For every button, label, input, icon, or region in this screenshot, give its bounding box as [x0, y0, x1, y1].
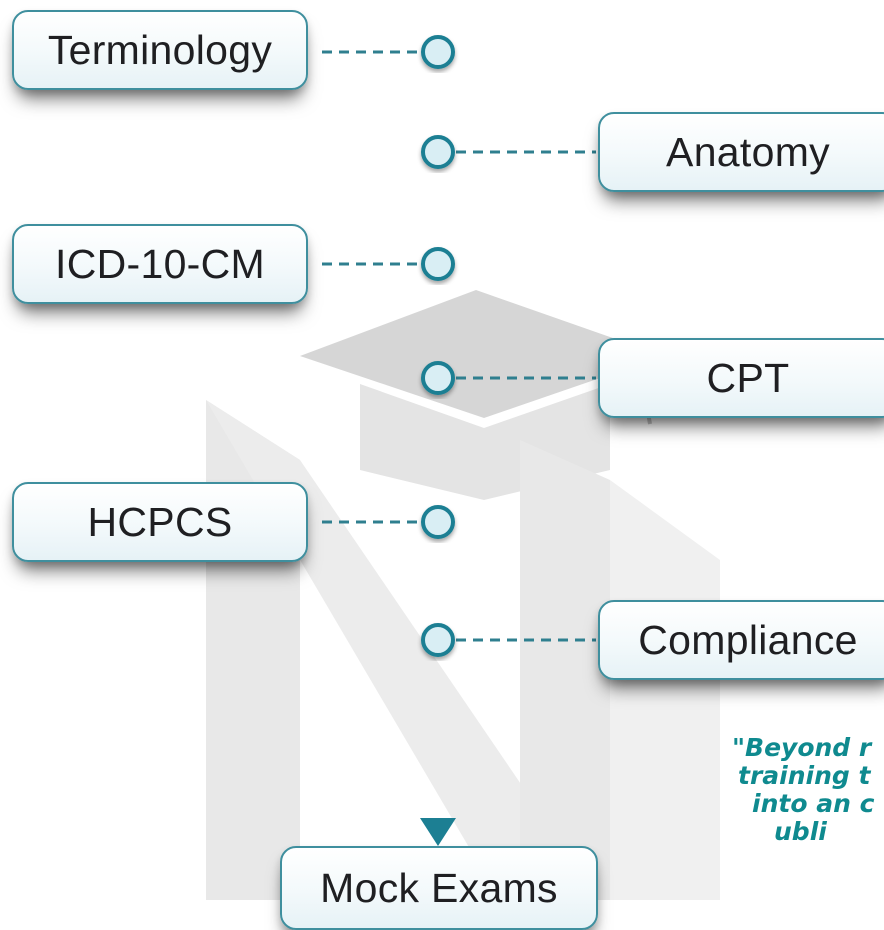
quote-line-1: "Beyond r — [732, 734, 872, 762]
quote-line-2: training t — [738, 761, 871, 790]
step-icd-10-cm: ICD-10-CM — [12, 224, 308, 304]
step-hcpcs: HCPCS — [12, 482, 308, 562]
node-icd — [421, 247, 455, 281]
node-cpt — [421, 361, 455, 395]
step-cpt: CPT — [598, 338, 884, 418]
step-terminology: Terminology — [12, 10, 308, 90]
step-anatomy: Anatomy — [598, 112, 884, 192]
arrow-down-icon — [420, 818, 456, 846]
quote-text: "Beyond r training t into an c ubli — [732, 734, 884, 926]
node-hcpcs — [421, 505, 455, 539]
step-compliance: Compliance — [598, 600, 884, 680]
quote-line-4: ubli — [774, 817, 827, 846]
node-compliance — [421, 623, 455, 657]
quote-line-3: into an c — [752, 789, 875, 818]
step-mock-exams: Mock Exams — [280, 846, 598, 930]
node-anatomy — [421, 135, 455, 169]
node-terminology — [421, 35, 455, 69]
